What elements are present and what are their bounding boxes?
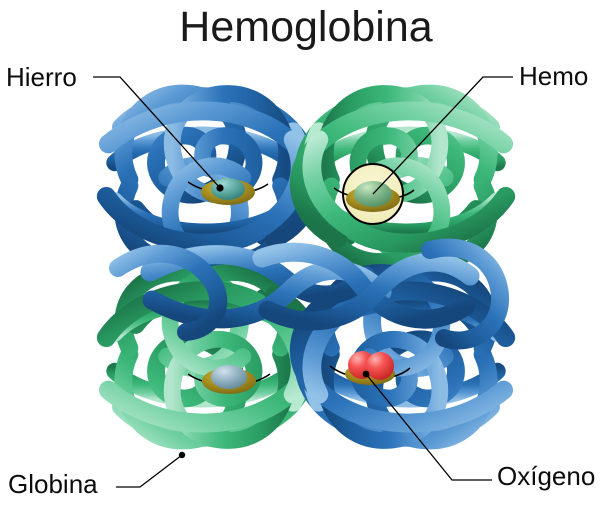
callout-label-hemo: Hemo: [519, 61, 589, 91]
oxygen-atom-2: [366, 352, 394, 380]
globina-anchor-dot: [178, 451, 186, 459]
callout-label-hierro: Hierro: [6, 62, 77, 92]
subunit-beta-1-top-right: [289, 94, 516, 262]
page-title: Hemoglobina: [179, 3, 433, 51]
callout-label-oxigeno: Oxígeno: [497, 461, 596, 491]
heme-group-bottom-right: [329, 351, 411, 385]
heme-group-bottom-left: [187, 365, 271, 394]
leader-line-globina: [116, 454, 183, 488]
callout-label-globina: Globina: [8, 469, 98, 499]
leader-line-hemo: [372, 76, 513, 195]
callout-leader-lines: [93, 76, 513, 488]
leader-line-oxigeno: [365, 373, 492, 481]
leader-line-hierro: [93, 76, 221, 189]
subunit-alpha-1-top-left: [96, 94, 323, 262]
central-blue-linker: [109, 238, 510, 350]
